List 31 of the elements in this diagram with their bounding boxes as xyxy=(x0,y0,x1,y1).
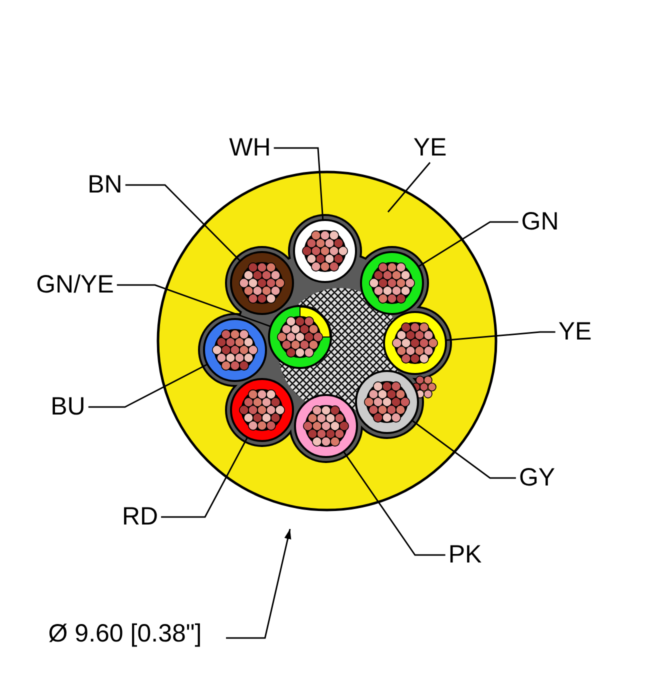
insulated-conductor xyxy=(202,317,268,383)
insulated-conductor xyxy=(382,310,448,376)
leader-line xyxy=(161,437,248,518)
leader-line xyxy=(446,331,556,342)
color-code-label: RD xyxy=(122,502,158,530)
insulated-conductor xyxy=(293,393,359,459)
leader-line xyxy=(418,221,518,268)
leader-line xyxy=(274,147,324,220)
leader-line xyxy=(125,184,241,262)
color-code-label: YE xyxy=(413,134,447,162)
insulated-conductor xyxy=(229,377,295,443)
leader-line xyxy=(116,284,272,328)
insulated-conductor xyxy=(292,218,358,284)
insulated-conductor xyxy=(267,304,333,370)
insulated-conductor xyxy=(229,250,295,316)
leader-line xyxy=(387,162,431,212)
color-code-label: GY xyxy=(518,464,556,492)
color-code-label: WH xyxy=(229,134,271,162)
leader-line xyxy=(412,420,516,479)
leader-line xyxy=(342,451,446,556)
color-code-label: BN xyxy=(88,170,122,198)
leader-line xyxy=(88,364,208,408)
color-code-label: BU xyxy=(50,392,86,420)
insulated-conductor xyxy=(354,369,420,435)
color-code-label: PK xyxy=(448,540,482,568)
cable-jacket xyxy=(156,170,498,512)
color-code-label: YE xyxy=(558,318,592,346)
color-code-label: GN/YE xyxy=(36,270,114,298)
insulated-conductor xyxy=(359,250,425,316)
diameter-dimension-text: Ø 9.60 [0.38"] xyxy=(48,622,202,646)
color-code-label: GN xyxy=(521,208,559,236)
